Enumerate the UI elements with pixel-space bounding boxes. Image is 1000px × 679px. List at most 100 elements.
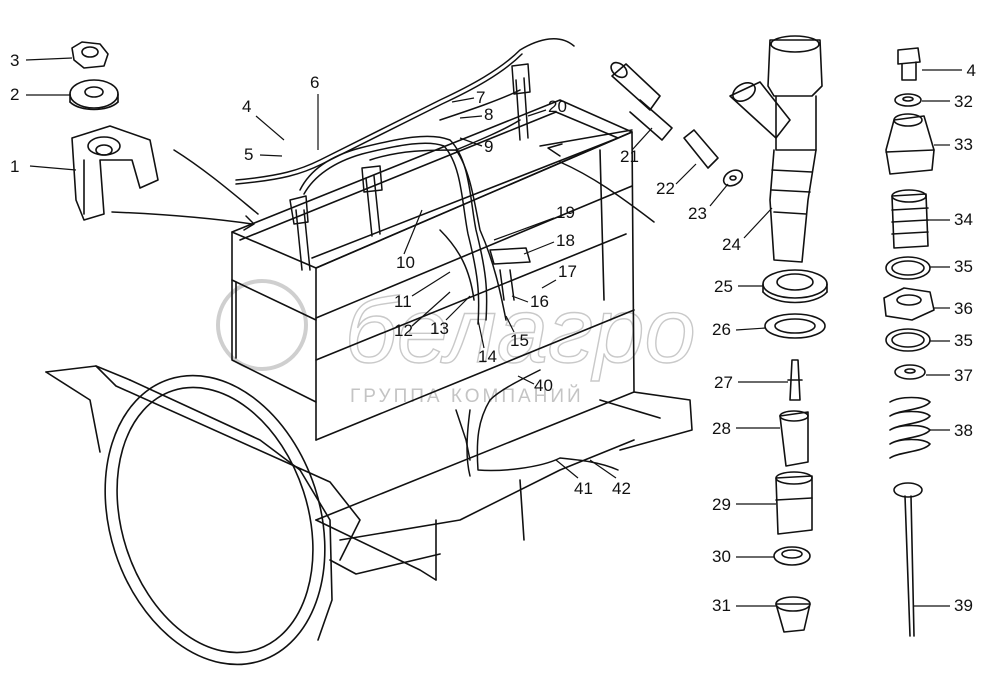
callout-c14: 14 <box>477 319 497 366</box>
callout-c36: 36 <box>934 299 973 318</box>
callout-c26: 26 <box>712 320 767 339</box>
callout-number: 12 <box>394 321 413 340</box>
callout-number: 4 <box>967 61 976 80</box>
callout-number: 6 <box>310 73 319 92</box>
callout-number: 10 <box>396 253 415 272</box>
part-26-washer <box>764 313 826 339</box>
callout-c30: 30 <box>712 547 774 566</box>
callout-c19: 19 <box>493 203 575 241</box>
callout-leader-line <box>477 319 485 349</box>
callout-leader-line <box>527 109 547 117</box>
callout-c29: 29 <box>712 495 776 514</box>
callout-c39: 39 <box>914 596 973 615</box>
watermark-logo-ring <box>216 279 308 371</box>
part-1-clamp <box>71 125 159 221</box>
callout-number: 36 <box>954 299 973 318</box>
callout-leader-line <box>675 163 697 185</box>
callout-number: 18 <box>556 231 575 250</box>
callout-c37: 37 <box>926 366 973 385</box>
callout-c12: 12 <box>394 291 451 340</box>
callout-c15: 15 <box>505 315 529 350</box>
watermark: белагро ГРУППА КОМПАНИЙ <box>216 279 696 407</box>
callout-number: 34 <box>954 210 973 229</box>
callout-c9: 9 <box>459 137 493 156</box>
callout-c35b: 35 <box>930 331 973 350</box>
callout-leader-line <box>493 217 555 241</box>
part-38-spring <box>889 396 931 459</box>
callout-number: 16 <box>530 292 549 311</box>
callout-leader-line <box>523 241 555 255</box>
callout-number: 20 <box>548 97 567 116</box>
callout-number: 24 <box>722 235 741 254</box>
part-3-nut <box>71 41 109 69</box>
watermark-brand: белагро <box>345 280 696 382</box>
parts-right <box>883 47 935 637</box>
callout-leader-line <box>589 459 617 479</box>
callout-number: 31 <box>712 596 731 615</box>
callout-leader-line <box>631 127 653 151</box>
callout-number: 13 <box>430 319 449 338</box>
callout-number: 19 <box>556 203 575 222</box>
callout-leader-line <box>255 115 285 141</box>
watermark-tagline: ГРУППА КОМПАНИЙ <box>350 385 584 407</box>
part-35-ring-a <box>885 256 931 280</box>
callout-number: 21 <box>620 147 639 166</box>
callout-number: 37 <box>954 366 973 385</box>
callout-number: 23 <box>688 204 707 223</box>
callout-c31: 31 <box>712 596 776 615</box>
part-31-cap <box>775 596 811 633</box>
callout-c33: 33 <box>934 135 973 154</box>
part-27-needle <box>787 359 803 401</box>
parts-left <box>69 41 159 221</box>
callout-leader-line <box>541 279 557 289</box>
callout-c7: 7 <box>451 88 485 107</box>
part-23-washer <box>722 169 744 187</box>
part-34-screw <box>891 189 929 249</box>
callout-c13: 13 <box>430 295 471 338</box>
callout-number: 26 <box>712 320 731 339</box>
part-30-washer <box>773 546 811 566</box>
callout-leader-line <box>29 165 77 171</box>
callout-c1: 1 <box>10 157 77 176</box>
callout-number: 3 <box>10 51 19 70</box>
callout-number: 22 <box>656 179 675 198</box>
callout-c38: 38 <box>930 421 973 440</box>
callout-number: 2 <box>10 85 19 104</box>
callout-c4b: 4 <box>922 61 976 80</box>
callout-leader-line <box>505 315 515 333</box>
callout-number: 4 <box>242 97 251 116</box>
callout-c27: 27 <box>714 373 788 392</box>
callout-number: 30 <box>712 547 731 566</box>
callout-c35a: 35 <box>930 257 973 276</box>
callout-c28: 28 <box>712 419 780 438</box>
callout-c24: 24 <box>722 207 773 254</box>
callout-number: 11 <box>394 292 412 311</box>
callout-number: 35 <box>954 331 973 350</box>
callout-leader-line <box>259 154 283 157</box>
callout-number: 25 <box>714 277 733 296</box>
callout-c8: 8 <box>459 105 493 124</box>
part-21-fitting <box>610 61 673 141</box>
callout-c17: 17 <box>541 262 577 289</box>
callout-c5: 5 <box>244 145 283 164</box>
callout-number: 8 <box>484 105 493 124</box>
callout-number: 29 <box>712 495 731 514</box>
part-36-nut <box>883 287 935 321</box>
part-24-injector <box>729 35 823 263</box>
callout-number: 38 <box>954 421 973 440</box>
callout-c11: 11 <box>394 271 451 311</box>
part-35-ring-b <box>885 328 931 352</box>
callout-c34: 34 <box>928 210 973 229</box>
callout-c21: 21 <box>620 127 653 166</box>
callout-number: 33 <box>954 135 973 154</box>
callout-c2: 2 <box>10 85 70 104</box>
part-28-nozzle <box>779 410 809 467</box>
callout-leader-line <box>411 271 451 297</box>
callout-number: 41 <box>574 479 593 498</box>
part-2-washer <box>69 79 119 111</box>
part-4-bolt <box>897 47 921 81</box>
part-32-washer <box>894 93 922 107</box>
callout-number: 32 <box>954 92 973 111</box>
